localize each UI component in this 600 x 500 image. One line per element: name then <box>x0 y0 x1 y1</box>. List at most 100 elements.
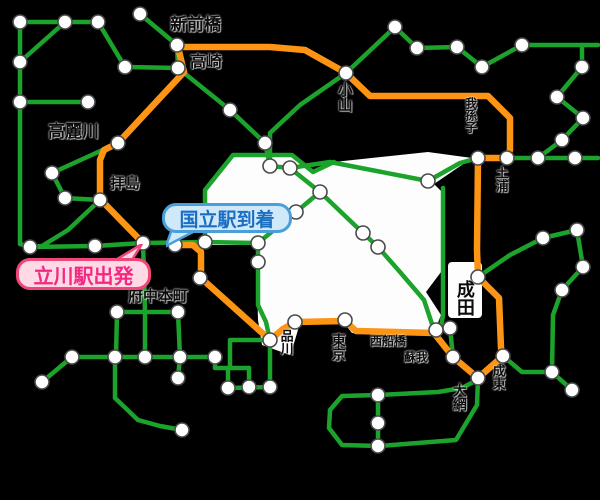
station-node <box>567 150 583 166</box>
station-node <box>250 254 266 270</box>
station-node <box>197 234 213 250</box>
rail-line-green <box>454 42 600 70</box>
station-node <box>222 102 238 118</box>
station-node <box>338 65 354 81</box>
station-label: 小山 <box>335 82 353 112</box>
station-label: 蘇我 <box>404 350 429 364</box>
station-node <box>22 239 38 255</box>
station-node <box>549 89 565 105</box>
station-node <box>192 270 208 286</box>
rail-line-green <box>475 235 546 280</box>
station-node <box>442 320 458 336</box>
station-label: 東京 <box>330 333 347 361</box>
rail-line-green <box>375 244 437 333</box>
station-node <box>575 110 591 126</box>
station-label: 高麗川 <box>48 122 99 141</box>
station-label: 我孫子 <box>463 97 478 133</box>
station-node <box>262 158 278 174</box>
rail-line-green <box>549 287 565 375</box>
tokyo-urban-area <box>205 152 472 355</box>
station-node <box>64 349 80 365</box>
rail-line-green <box>95 19 128 70</box>
station-node <box>312 184 328 200</box>
station-label: 品川 <box>278 329 294 355</box>
station-node <box>544 364 560 380</box>
station-node <box>117 59 133 75</box>
station-node <box>87 238 103 254</box>
rail-line-green <box>112 354 185 433</box>
rail-line-green <box>326 375 481 449</box>
station-node <box>170 304 186 320</box>
station-node <box>80 94 96 110</box>
station-node <box>57 14 73 30</box>
station-node <box>137 349 153 365</box>
station-node <box>170 370 186 386</box>
rail-line-green <box>554 42 586 121</box>
rail-line-green <box>438 185 446 330</box>
station-node <box>428 322 444 338</box>
station-node <box>12 14 28 30</box>
rail-line-green <box>27 197 103 250</box>
station-node <box>90 14 106 30</box>
station-node <box>470 150 486 166</box>
rail-line-green <box>175 65 273 169</box>
station-node <box>241 379 257 395</box>
station-node <box>470 269 486 285</box>
callout-tachikawa-departure: 立川駅出発 <box>16 258 151 290</box>
station-node <box>110 135 126 151</box>
station-node <box>12 54 28 70</box>
station-label: 西船橋 <box>370 334 407 348</box>
station-node <box>34 374 50 390</box>
station-node <box>420 173 436 189</box>
station-node <box>449 39 465 55</box>
arrival-callout-text: 国立駅到着 <box>179 209 275 231</box>
station-label: 府中本町 <box>128 288 189 305</box>
station-node <box>574 59 590 75</box>
station-label: 成田 <box>454 280 475 316</box>
station-node <box>282 160 298 176</box>
station-node <box>262 332 278 348</box>
station-node <box>262 379 278 395</box>
station-node <box>535 230 551 246</box>
station-node <box>387 19 403 35</box>
rail-line-green <box>17 19 68 65</box>
station-node <box>207 349 223 365</box>
station-label: 成東 <box>490 364 506 390</box>
rail-line-green <box>202 152 337 248</box>
station-node <box>499 150 515 166</box>
station-node <box>250 235 266 251</box>
station-node <box>257 135 273 151</box>
station-label: 拝島 <box>110 175 141 192</box>
rail-line-green <box>202 239 261 246</box>
station-node <box>554 132 570 148</box>
rail-line-green <box>137 11 180 48</box>
station-node <box>169 37 185 53</box>
station-node <box>220 380 236 396</box>
station-label: 新前橋 <box>170 15 221 34</box>
station-node <box>495 348 511 364</box>
station-node <box>470 370 486 386</box>
station-node <box>409 40 425 56</box>
station-node <box>172 349 188 365</box>
station-node <box>370 438 386 454</box>
station-node <box>337 312 353 328</box>
station-node <box>569 222 585 238</box>
station-node <box>109 304 125 320</box>
station-node <box>57 190 73 206</box>
station-node <box>92 192 108 208</box>
rail-line-green <box>227 337 273 371</box>
station-node <box>44 165 60 181</box>
station-node <box>575 259 591 275</box>
station-label: 土浦 <box>493 166 509 192</box>
station-node <box>355 225 371 241</box>
station-node <box>370 415 386 431</box>
station-node <box>287 314 303 330</box>
station-node <box>370 387 386 403</box>
station-node <box>370 239 386 255</box>
callout-kunitachi-arrival: 国立駅到着 <box>162 203 292 233</box>
rail-line-green <box>500 353 555 375</box>
station-label: 大網 <box>451 383 468 411</box>
station-node <box>170 60 186 76</box>
